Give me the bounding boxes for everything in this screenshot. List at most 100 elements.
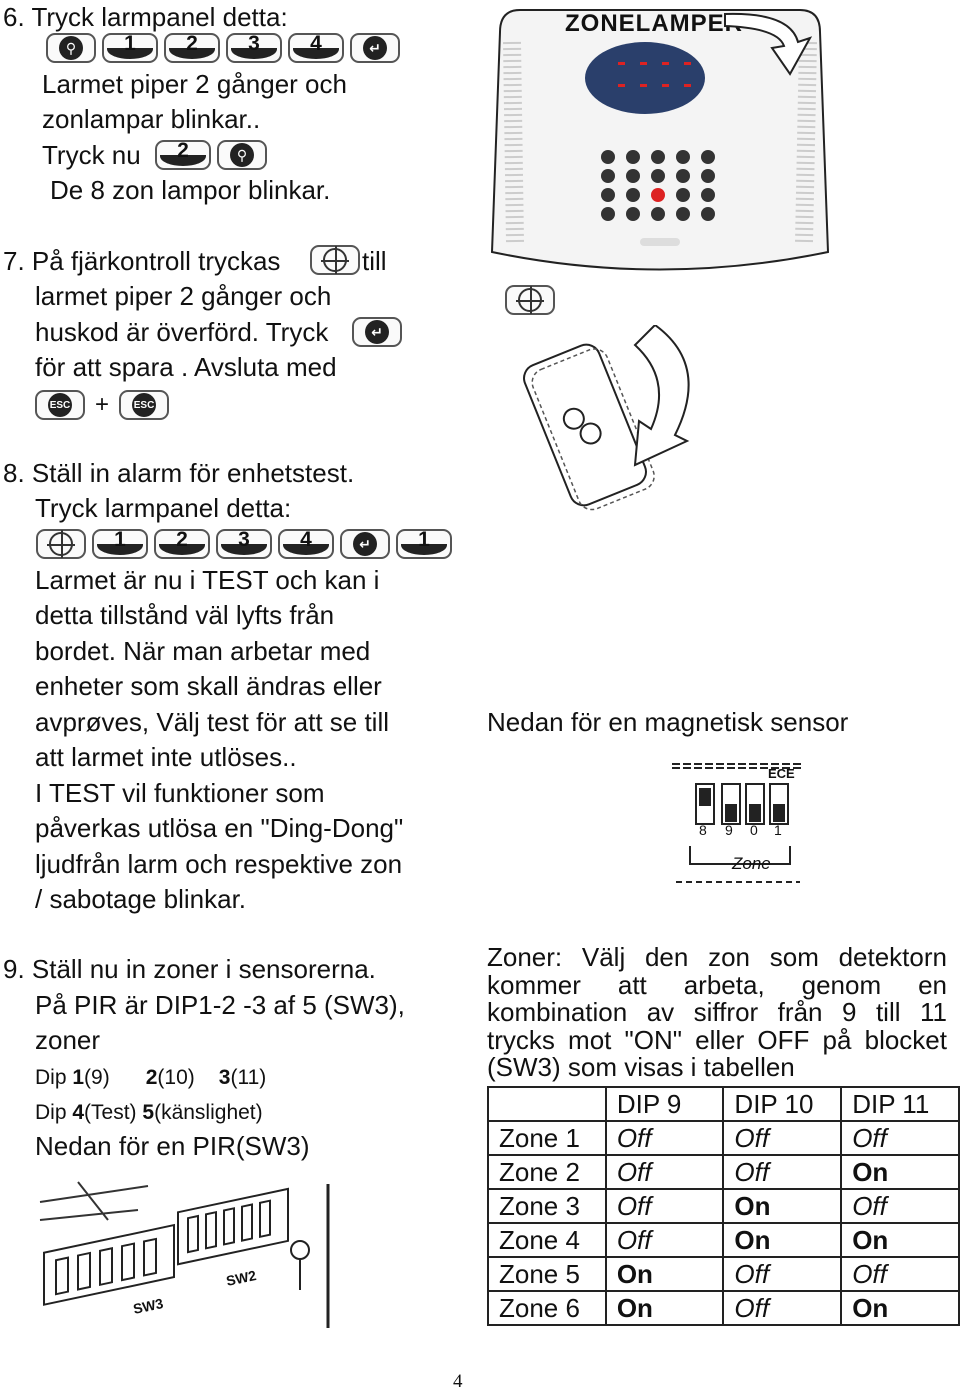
dip-cell: On bbox=[840, 1154, 960, 1190]
step8-title: 8. Ställ in alarm för enhetstest. bbox=[3, 458, 355, 488]
dip-cell: Off bbox=[604, 1154, 725, 1190]
enter-key: ↵ bbox=[352, 317, 402, 347]
enter-icon: ↵ bbox=[363, 36, 387, 60]
enter-key: ↵ bbox=[340, 529, 390, 559]
key-icon: ⚲ bbox=[230, 143, 254, 167]
step6-title: 6. Tryck larmpanel detta: bbox=[3, 2, 288, 32]
zone-cell: Zone 2 bbox=[487, 1154, 607, 1190]
enter-key: ↵ bbox=[350, 33, 400, 63]
step6-key-sequence: ⚲ 1 2 3 4 ↵ bbox=[46, 32, 400, 63]
step8-body-line: detta tillstånd väl lyfts från bbox=[35, 600, 335, 630]
zoner-line: kombination av siffror från 9 till 11 bbox=[487, 997, 947, 1027]
step8-key-sequence: 1 2 3 4 ↵ 1 bbox=[36, 528, 452, 559]
plus-sign: + bbox=[95, 391, 110, 418]
dip-cell: On bbox=[722, 1222, 843, 1258]
table-row: Zone 6 On Off On bbox=[487, 1290, 960, 1326]
dip-text: (känslighet) bbox=[154, 1101, 263, 1124]
step7-line1b: till bbox=[362, 246, 387, 276]
digit-key: 1 bbox=[396, 528, 452, 559]
alarm-panel-drawing bbox=[490, 9, 830, 271]
zone-cell: Zone 1 bbox=[487, 1120, 607, 1156]
dip-cell: Off bbox=[840, 1120, 960, 1156]
step8-body-line: enheter som skall ändras eller bbox=[35, 671, 382, 701]
step8-body-line: avprøves, Välj test för att se till bbox=[35, 707, 390, 737]
digit-key: 3 bbox=[216, 528, 272, 559]
dip-text: (9) bbox=[84, 1066, 110, 1089]
step9-line3: zoner bbox=[35, 1025, 101, 1055]
remote-control-image bbox=[505, 285, 705, 515]
page-number: 4 bbox=[453, 1371, 463, 1392]
step8-body-line: påverkas utlösa en "Ding-Dong" bbox=[35, 813, 404, 843]
zone-dip-table: DIP 9 DIP 10 DIP 11 Zone 1 Off Off Off Z… bbox=[487, 1086, 960, 1326]
digit-key: 2 bbox=[154, 528, 210, 559]
dip-cell: Off bbox=[722, 1256, 843, 1292]
step7-crosshair-key bbox=[310, 245, 360, 275]
magnetic-caption: Nedan för en magnetisk sensor bbox=[487, 707, 849, 737]
step8-body-line: ljudfrån larm och respektive zon bbox=[35, 849, 403, 879]
crosshair-key bbox=[505, 285, 555, 315]
dip-number: 9 bbox=[725, 822, 733, 838]
step6-press-now: Tryck nu bbox=[42, 140, 141, 170]
crosshair-key bbox=[36, 529, 86, 559]
dip-cell: On bbox=[840, 1290, 960, 1326]
zoner-line: Zoner: Välj den zon som detektorn bbox=[487, 942, 947, 972]
pir-board-image: SW3 SW2 bbox=[38, 1180, 358, 1330]
alarm-panel-image: ZONELAMPER bbox=[490, 2, 830, 272]
step8-body-line: att larmet inte utlöses.. bbox=[35, 742, 297, 772]
step6-line2: zonlampar blinkar.. bbox=[42, 104, 261, 134]
dip-cell: On bbox=[604, 1256, 725, 1292]
step8-body-line: I TEST vil funktioner som bbox=[35, 778, 325, 808]
table-header-row: DIP 9 DIP 10 DIP 11 bbox=[487, 1086, 960, 1122]
dip-number: 2 bbox=[145, 1066, 158, 1089]
curved-arrow-icon bbox=[724, 12, 813, 76]
step7-line4: för att spara . Avsluta med bbox=[35, 352, 337, 382]
dip-text: (11) bbox=[230, 1066, 267, 1089]
key-button: ⚲ bbox=[217, 140, 267, 170]
dip-cell: Off bbox=[604, 1188, 725, 1224]
key-icon: ⚲ bbox=[59, 36, 83, 60]
dip-text: (Test) bbox=[84, 1101, 143, 1124]
esc-icon: ESC bbox=[132, 393, 157, 417]
step6-now-keys: 2 ⚲ bbox=[155, 139, 267, 170]
dip-prefix: Dip bbox=[35, 1101, 73, 1124]
step7-enter-key: ↵ bbox=[352, 317, 402, 347]
zoner-line: (SW3) som visas i tabellen bbox=[487, 1052, 795, 1082]
step7-line1a: 7. På fjärkontroll tryckas bbox=[3, 246, 281, 276]
table-row: Zone 4 Off On On bbox=[487, 1222, 960, 1258]
dip-cell: On bbox=[722, 1188, 843, 1224]
zone-cell: Zone 4 bbox=[487, 1222, 607, 1258]
digit-key: 4 bbox=[278, 528, 334, 559]
step6-line1: Larmet piper 2 gånger och bbox=[42, 69, 347, 99]
digit-key: 1 bbox=[102, 32, 158, 63]
step7-line3: huskod är överförd. Tryck bbox=[35, 317, 329, 347]
zoner-line: trycks mot "ON" eller OFF på blocket bbox=[487, 1024, 947, 1055]
enter-icon: ↵ bbox=[365, 320, 389, 344]
zone-cell: Zone 6 bbox=[487, 1290, 607, 1326]
step8-sub: Tryck larmpanel detta: bbox=[35, 493, 292, 523]
table-row: Zone 1 Off Off Off bbox=[487, 1120, 960, 1156]
dip-cell: Off bbox=[604, 1222, 725, 1258]
table-header-cell bbox=[487, 1086, 607, 1122]
digit-key: 1 bbox=[92, 528, 148, 559]
pir-caption: Nedan för en PIR(SW3) bbox=[35, 1131, 310, 1161]
zoner-line: kommer att arbeta, genom en bbox=[487, 969, 947, 1000]
dip-text: (10) bbox=[157, 1066, 195, 1089]
dip-prefix: Dip bbox=[35, 1066, 73, 1089]
esc-key: ESC bbox=[119, 390, 170, 420]
magnetic-dip-drawing bbox=[672, 763, 802, 883]
esc-key: ESC bbox=[35, 390, 85, 420]
dip-cell: Off bbox=[722, 1120, 843, 1156]
table-row: Zone 2 Off Off On bbox=[487, 1154, 960, 1190]
step7-line2: larmet piper 2 gånger och bbox=[35, 281, 332, 311]
dip-cell: Off bbox=[840, 1256, 960, 1292]
step9-dip-b: Dip 4(Test) 5(känslighet) bbox=[35, 1095, 263, 1130]
table-row: Zone 3 Off On Off bbox=[487, 1188, 960, 1224]
esc-icon: ESC bbox=[48, 393, 72, 417]
dip-cell: On bbox=[604, 1290, 725, 1326]
zone-label: Zone bbox=[732, 854, 771, 873]
crosshair-icon bbox=[47, 530, 75, 558]
dip-number: 8 bbox=[699, 822, 707, 838]
table-row: Zone 5 On Off Off bbox=[487, 1256, 960, 1292]
digit-key: 3 bbox=[226, 32, 282, 63]
step6-line4: De 8 zon lampor blinkar. bbox=[50, 175, 331, 205]
